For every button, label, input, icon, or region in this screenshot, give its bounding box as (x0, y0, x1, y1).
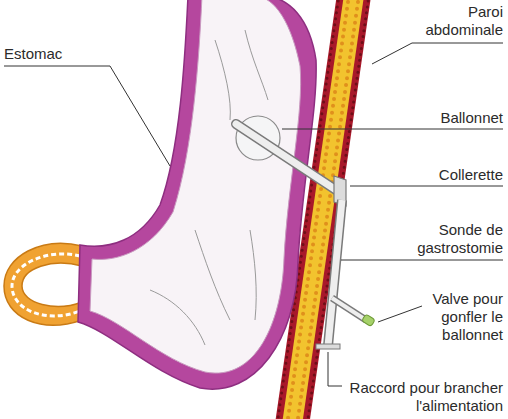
part-label: Valve pour gonfler le ballonnet (423, 290, 503, 344)
duodenum (4, 243, 82, 325)
leader-line (350, 186, 503, 187)
part-label: Sonde de gastrostomie (403, 221, 503, 257)
leader-line (378, 306, 422, 322)
stomach-lumen (90, 0, 301, 373)
valve-branch (332, 298, 366, 320)
leader-line (4, 66, 170, 166)
tube-inner-shaft (236, 124, 336, 190)
organ-label: Estomac (4, 45, 124, 63)
valve-branch (332, 298, 366, 320)
stomach-fold (245, 30, 268, 100)
duodenum-shape (4, 243, 82, 325)
feeding-connector (316, 344, 340, 349)
leader-lines (4, 43, 503, 386)
duodenum-folds (12, 254, 80, 316)
stomach-fold (150, 290, 205, 345)
tube-outer (328, 200, 342, 346)
stomach-fold (250, 230, 256, 320)
leader-line (282, 129, 503, 130)
gastrostomy-tube (236, 116, 375, 349)
wall-label: Paroi abdominale (411, 3, 503, 39)
stomach-wall (78, 0, 316, 389)
leader-line (341, 260, 503, 261)
leader-line (372, 43, 503, 64)
stomach-fold (195, 230, 230, 320)
valve-tip (362, 314, 376, 327)
stomach (78, 0, 316, 389)
part-label: Raccord pour brancher l'alimentation (327, 379, 503, 415)
tube-inner-shaft (236, 124, 336, 190)
stomach-fold (215, 40, 230, 120)
leader-line (328, 352, 342, 386)
part-label: Collerette (393, 166, 503, 184)
tube-outer (328, 200, 342, 346)
part-label: Ballonnet (393, 109, 503, 127)
